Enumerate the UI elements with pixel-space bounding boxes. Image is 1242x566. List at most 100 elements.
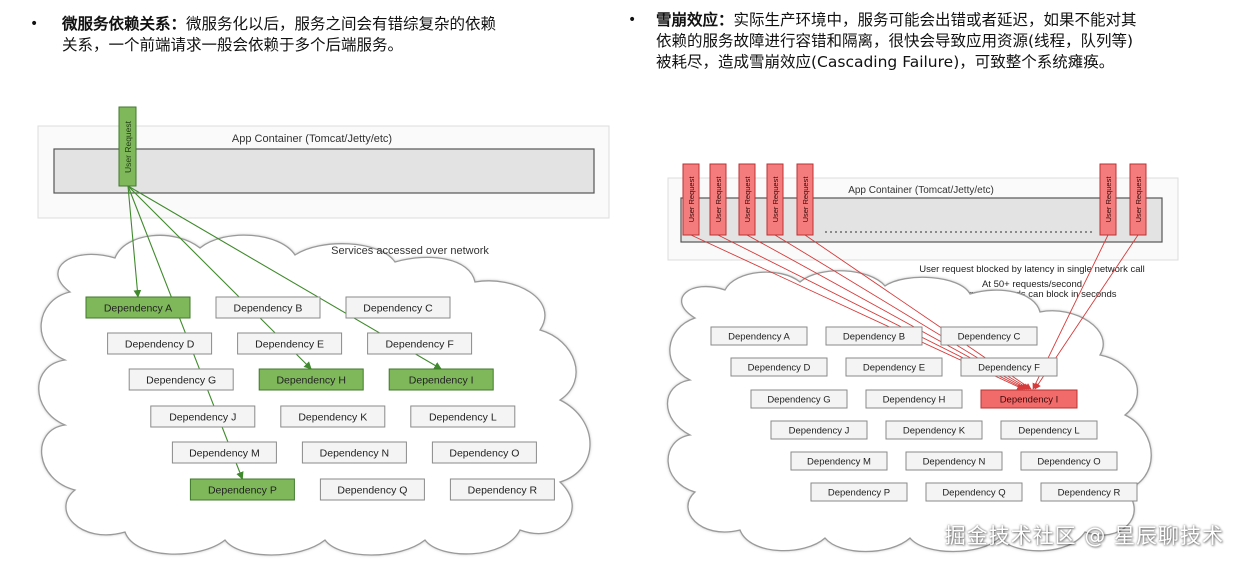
- dependency-label: Dependency G: [146, 375, 216, 387]
- right-user-request-box: User Request: [709, 163, 727, 236]
- right-rate-note-1: At 50+ requests/second: [982, 279, 1082, 290]
- dependency-box: Dependency I: [980, 389, 1078, 409]
- left-container-label: App Container (Tomcat/Jetty/etc): [232, 133, 392, 145]
- dependency-label: Dependency A: [728, 332, 790, 343]
- right-bullet-heading: 雪崩效应：: [656, 11, 734, 29]
- dependency-box: Dependency F: [960, 357, 1058, 377]
- dependency-box: Dependency A: [710, 326, 808, 346]
- dependency-label: Dependency P: [828, 488, 890, 499]
- dependency-box-rect: [237, 332, 343, 355]
- dependency-box-rect: [301, 441, 407, 464]
- dependency-label: Dependency O: [1037, 457, 1100, 468]
- dependency-box-rect: [258, 368, 364, 391]
- dependency-box-rect: [980, 389, 1078, 409]
- left-bullet-text: 微服务依赖关系：微服务化以后，服务之间会有错综复杂的依赖 关系，一个前端请求一般…: [62, 14, 602, 56]
- dependency-box: Dependency P: [810, 482, 908, 502]
- dependency-box-rect: [825, 326, 923, 346]
- right-blocked-note: User request blocked by latency in singl…: [919, 264, 1144, 275]
- dependency-box-rect: [85, 296, 191, 319]
- dependency-label: Dependency Q: [337, 485, 407, 497]
- dependency-box-rect: [410, 405, 516, 428]
- dependency-label: Dependency H: [276, 375, 345, 387]
- dependency-box-rect: [1040, 482, 1138, 502]
- right-bullet-line2: 依赖的服务故障进行容错和隔离，很快会导致应用资源(线程，队列等): [656, 32, 1134, 50]
- right-network-cloud: [666, 270, 1152, 553]
- dependency-box-rect: [925, 482, 1023, 502]
- dependency-box-rect: [810, 482, 908, 502]
- dependency-label: Dependency E: [863, 363, 925, 374]
- dependency-label: Dependency K: [298, 412, 367, 424]
- dependency-box: Dependency O: [431, 441, 537, 464]
- dependency-label: Dependency C: [363, 303, 433, 315]
- user-request-rect: [709, 163, 727, 236]
- dependency-box: Dependency Q: [319, 478, 425, 501]
- dependency-label: Dependency K: [903, 426, 966, 437]
- dependency-box-rect: [1000, 420, 1098, 440]
- dependency-box-rect: [750, 389, 848, 409]
- user-request-rect: [682, 163, 700, 236]
- dependency-box: Dependency R: [1040, 482, 1138, 502]
- dependency-box: Dependency B: [825, 326, 923, 346]
- dependency-box-rect: [905, 451, 1003, 471]
- user-request-rect: [1099, 163, 1117, 236]
- right-bullet-line3: 被耗尽，造成雪崩效应(Cascading Failure)，可致整个系统瘫痪。: [656, 53, 1115, 71]
- user-request-label: User Request: [714, 176, 723, 223]
- dependency-box: Dependency J: [770, 420, 868, 440]
- right-user-request-box: User Request: [766, 163, 784, 236]
- dependency-box: Dependency O: [1020, 451, 1118, 471]
- dependency-box-rect: [150, 405, 256, 428]
- dependency-box-rect: [431, 441, 537, 464]
- dependency-label: Dependency J: [789, 426, 850, 437]
- dependency-box-rect: [940, 326, 1038, 346]
- dependency-box: Dependency G: [750, 389, 848, 409]
- dependency-label: Dependency L: [429, 412, 497, 424]
- right-user-requests: User Request User Request User Request User…: [682, 163, 1147, 236]
- dependency-box-rect: [215, 296, 321, 319]
- dependency-box: Dependency N: [905, 451, 1003, 471]
- dependency-label: Dependency G: [767, 395, 830, 406]
- user-request-rect: [1129, 163, 1147, 236]
- dependency-box-rect: [730, 357, 828, 377]
- dependency-box-rect: [790, 451, 888, 471]
- dependency-box-rect: [319, 478, 425, 501]
- user-request-label: User Request: [1104, 176, 1113, 223]
- dependency-label: Dependency I: [1000, 395, 1059, 406]
- dependency-box: Dependency A: [85, 296, 191, 319]
- dependency-label: Dependency J: [169, 412, 236, 424]
- bullet-dot: •: [30, 16, 39, 32]
- dependency-label: Dependency Q: [942, 488, 1005, 499]
- dependency-box-rect: [865, 389, 963, 409]
- dependency-label: Dependency D: [125, 339, 195, 351]
- dependency-box: Dependency I: [388, 368, 494, 391]
- dependency-box-rect: [367, 332, 473, 355]
- left-arrow: [127, 185, 142, 298]
- dependency-label: Dependency E: [255, 339, 324, 351]
- dependency-box-rect: [280, 405, 386, 428]
- dependency-label: Dependency H: [883, 395, 946, 406]
- right-bullet-line1: 实际生产环境中，服务可能会出错或者延迟，如果不能对其: [733, 11, 1137, 29]
- watermark: 掘金技术社区 @ 星辰聊技术: [944, 524, 1224, 548]
- dependency-label: Dependency L: [1018, 426, 1079, 437]
- dependency-box: Dependency D: [730, 357, 828, 377]
- dependency-box: Dependency M: [171, 441, 277, 464]
- dependency-box: Dependency L: [410, 405, 516, 428]
- dependency-box-rect: [885, 420, 983, 440]
- dependency-box-rect: [770, 420, 868, 440]
- dependency-box-rect: [449, 478, 555, 501]
- dependency-label: Dependency R: [1058, 488, 1121, 499]
- dependency-box: Dependency D: [107, 332, 213, 355]
- dependency-label: Dependency I: [409, 375, 474, 387]
- dependency-box: Dependency E: [237, 332, 343, 355]
- dependency-label: Dependency N: [320, 448, 389, 460]
- user-request-label: User Request: [1134, 176, 1143, 223]
- dependency-label: Dependency O: [449, 448, 519, 460]
- dependency-box-rect: [107, 332, 213, 355]
- right-bullet-text: 雪崩效应：实际生产环境中，服务可能会出错或者延迟，如果不能对其 依赖的服务故障进…: [656, 10, 1236, 73]
- dependency-box: Dependency C: [345, 296, 451, 319]
- right-rate-note-2: all request threads can block in seconds: [948, 289, 1117, 300]
- dependency-box: Dependency K: [280, 405, 386, 428]
- left-bullet-line1: 微服务化以后，服务之间会有错综复杂的依赖: [186, 15, 497, 33]
- left-bullet-heading: 微服务依赖关系：: [62, 15, 187, 33]
